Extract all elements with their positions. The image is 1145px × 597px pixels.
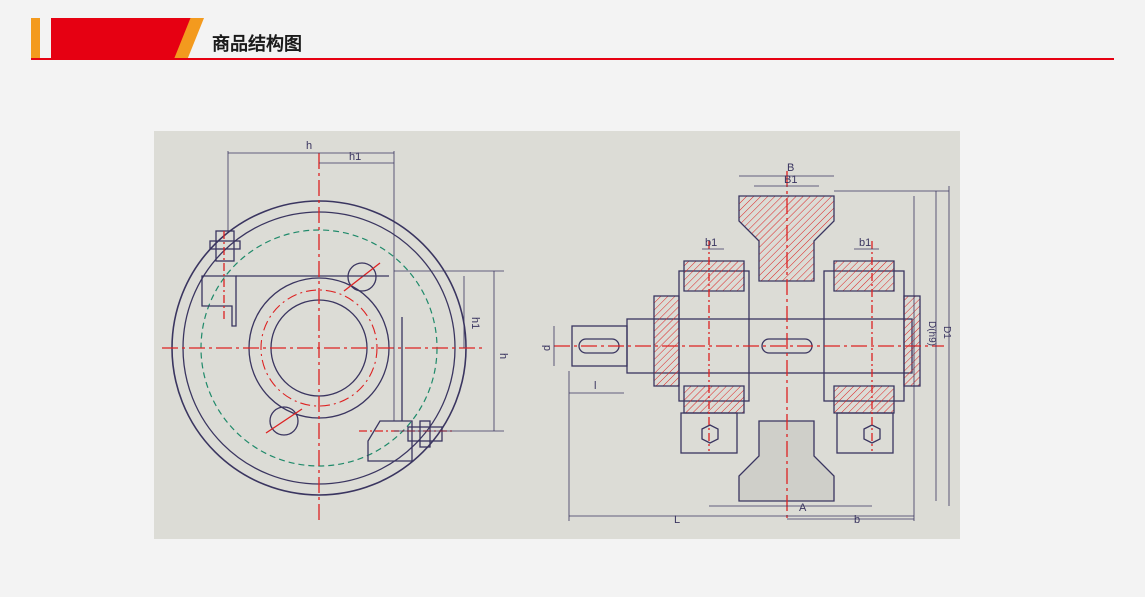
label-B1: B1 bbox=[784, 174, 797, 186]
label-B: B bbox=[787, 162, 794, 174]
header-accent-bar bbox=[31, 18, 40, 59]
label-h-top: h bbox=[306, 140, 312, 152]
label-l: l bbox=[594, 380, 596, 392]
front-view bbox=[162, 151, 504, 521]
label-d: d bbox=[541, 345, 553, 351]
label-h-side: h bbox=[497, 353, 509, 359]
label-b: b bbox=[854, 514, 860, 526]
structure-drawing-svg: h h1 h1 h bbox=[162, 140, 952, 526]
label-h1-side: h1 bbox=[469, 317, 481, 329]
section-title: 商品结构图 bbox=[212, 34, 302, 55]
structure-drawing: h h1 h1 h bbox=[154, 131, 960, 539]
header-rule bbox=[31, 58, 1114, 60]
label-h1-top: h1 bbox=[349, 151, 361, 163]
side-section-view bbox=[553, 171, 950, 521]
label-L: L bbox=[674, 514, 680, 526]
header-red-block bbox=[51, 18, 194, 59]
label-D1: D1 bbox=[941, 326, 952, 339]
label-b1-right: b1 bbox=[859, 237, 871, 249]
label-Dh9: D(h9) bbox=[926, 321, 937, 346]
label-b1-left: b1 bbox=[705, 237, 717, 249]
label-A: A bbox=[799, 502, 807, 514]
